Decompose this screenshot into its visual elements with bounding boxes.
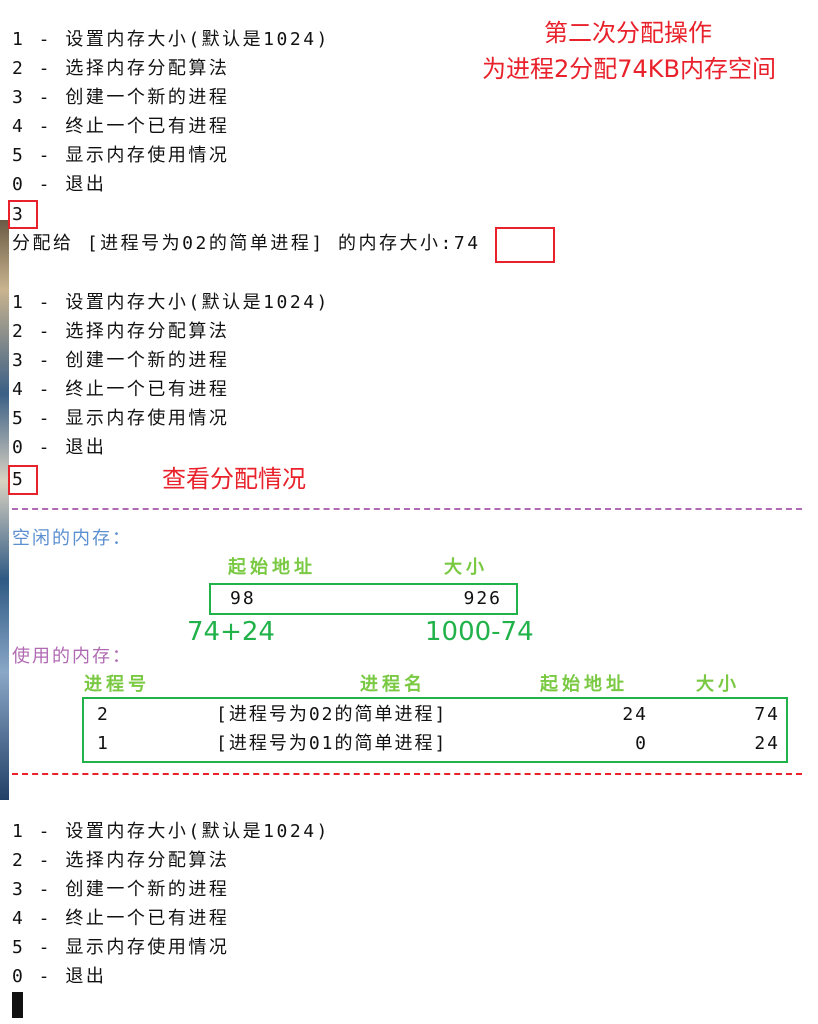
menu-item-select-algorithm: 2 - 选择内存分配算法 xyxy=(12,321,230,342)
menu-item-select-algorithm: 2 - 选择内存分配算法 xyxy=(12,850,230,871)
menu-item-exit: 0 - 退出 xyxy=(12,174,107,195)
divider-top xyxy=(12,508,802,510)
menu-item-show-memory: 5 - 显示内存使用情况 xyxy=(12,408,230,429)
user-input-create: 3 xyxy=(12,204,26,225)
used-row-pid: 1 xyxy=(97,733,110,754)
menu-item-set-memory-size: 1 - 设置内存大小(默认是1024) xyxy=(12,29,330,50)
formula-free-size: 1000-74 xyxy=(425,617,534,647)
free-memory-label: 空闲的内存： xyxy=(12,528,132,549)
free-header-size: 大小 xyxy=(444,557,488,578)
used-memory-label: 使用的内存： xyxy=(12,646,132,667)
menu-item-set-memory-size: 1 - 设置内存大小(默认是1024) xyxy=(12,821,330,842)
free-row-size: 926 xyxy=(463,588,502,609)
menu-item-exit: 0 - 退出 xyxy=(12,966,107,987)
terminal-cursor[interactable] xyxy=(12,992,23,1018)
used-row-name: [进程号为02的简单进程] xyxy=(216,704,448,725)
formula-free-start: 74+24 xyxy=(187,617,275,647)
menu-item-select-algorithm: 2 - 选择内存分配算法 xyxy=(12,58,230,79)
alloc-prompt-text: 分配给 [进程号为02的简单进程] 的内存大小: xyxy=(12,233,454,254)
menu-item-show-memory: 5 - 显示内存使用情况 xyxy=(12,937,230,958)
used-row-name: [进程号为01的简单进程] xyxy=(216,733,448,754)
highlight-input-create xyxy=(8,200,38,229)
menu-item-terminate-process: 4 - 终止一个已有进程 xyxy=(12,908,230,929)
annotation-subtitle: 为进程2分配74KB内存空间 xyxy=(482,55,777,83)
used-header-size: 大小 xyxy=(696,674,740,695)
free-header-start: 起始地址 xyxy=(228,557,316,578)
used-header-start: 起始地址 xyxy=(540,674,628,695)
desktop-wallpaper-strip xyxy=(0,220,9,800)
used-row-start: 0 xyxy=(635,733,648,754)
highlight-input-show xyxy=(8,465,38,495)
menu-item-set-memory-size: 1 - 设置内存大小(默认是1024) xyxy=(12,292,330,313)
divider-bottom xyxy=(12,773,802,775)
menu-item-terminate-process: 4 - 终止一个已有进程 xyxy=(12,379,230,400)
used-row-size: 24 xyxy=(754,733,780,754)
user-input-show: 5 xyxy=(12,469,26,490)
menu-item-terminate-process: 4 - 终止一个已有进程 xyxy=(12,116,230,137)
annotation-title: 第二次分配操作 xyxy=(544,19,712,47)
used-row-pid: 2 xyxy=(97,704,110,725)
free-row-start: 98 xyxy=(230,588,256,609)
annotation-view-note: 查看分配情况 xyxy=(162,465,306,493)
menu-item-exit: 0 - 退出 xyxy=(12,437,107,458)
menu-item-create-process: 3 - 创建一个新的进程 xyxy=(12,879,230,900)
menu-item-create-process: 3 - 创建一个新的进程 xyxy=(12,350,230,371)
alloc-value: 74 xyxy=(453,233,481,254)
alloc-prompt: 分配给 [进程号为02的简单进程] 的内存大小:74 xyxy=(12,232,481,256)
highlight-free-table xyxy=(209,583,518,615)
highlight-alloc-value xyxy=(495,227,555,263)
menu-item-create-process: 3 - 创建一个新的进程 xyxy=(12,87,230,108)
used-row-size: 74 xyxy=(754,704,780,725)
used-header-name: 进程名 xyxy=(360,674,426,695)
highlight-used-table xyxy=(82,697,788,763)
menu-item-show-memory: 5 - 显示内存使用情况 xyxy=(12,145,230,166)
used-header-pid: 进程号 xyxy=(84,674,150,695)
used-row-start: 24 xyxy=(622,704,648,725)
